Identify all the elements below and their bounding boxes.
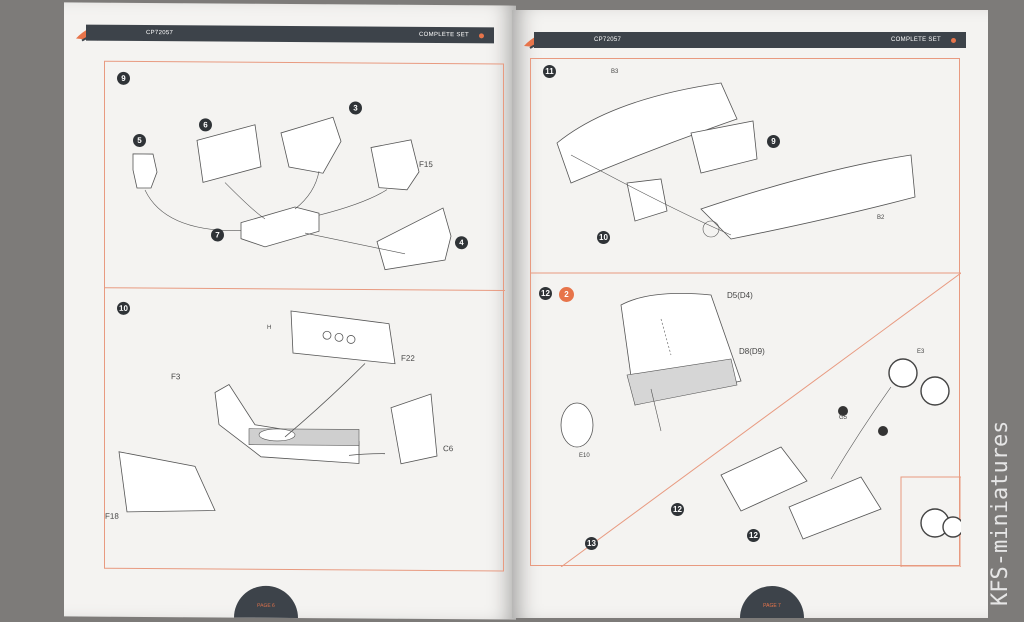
step-13-badge: 13 (585, 537, 598, 550)
assembly-drawing-left (105, 116, 505, 513)
header-dot-icon (951, 37, 956, 43)
callout-12: 12 (671, 503, 684, 516)
callout-12: 12 (747, 529, 760, 542)
page-number: PAGE 7 (763, 603, 781, 609)
callout-10: 10 (597, 231, 610, 244)
label-f22: F22 (401, 353, 415, 363)
label-c6: C6 (443, 444, 454, 454)
step-12-count-badge: 2 (559, 287, 574, 302)
label-f3: F3 (171, 372, 181, 382)
step-10-badge: 10 (117, 301, 130, 315)
instruction-page-left: CP72057 COMPLETE SET (64, 2, 516, 620)
callout-9: 9 (767, 135, 780, 148)
callout-7: 7 (211, 228, 224, 242)
label-e3: E3 (917, 349, 925, 355)
label-h: H (267, 324, 272, 331)
label-f15: F15 (419, 159, 433, 169)
assembly-drawing-right (531, 82, 961, 567)
watermark-text: KFS-miniatures (988, 420, 1013, 606)
page-header: CP72057 COMPLETE SET (534, 32, 966, 48)
set-name: COMPLETE SET (419, 31, 469, 39)
page-number-tab: PAGE 7 (740, 586, 804, 618)
step-12-badge: 12 (539, 287, 552, 300)
page-number: PAGE 6 (257, 602, 275, 609)
step-9-badge: 9 (117, 71, 130, 85)
instruction-page-right: CP72057 COMPLETE SET (512, 10, 988, 618)
callout-3: 3 (349, 101, 362, 115)
steps-frame: 11 9 10 B3 B2 12 2 D5(D4) D8(D9) E3 G5 E… (530, 58, 961, 567)
label-b3: B3 (611, 69, 619, 75)
page-number-tab: PAGE 6 (234, 585, 298, 619)
page-header: CP72057 COMPLETE SET (86, 24, 494, 44)
kit-code: CP72057 (146, 29, 174, 37)
callout-6: 6 (199, 118, 212, 132)
set-name: COMPLETE SET (891, 37, 941, 43)
header-dot-icon (479, 32, 484, 38)
label-e10: E10 (579, 453, 590, 459)
watermark: KFS-miniatures (980, 406, 1020, 616)
steps-frame: 9 5 6 3 7 4 F15 10 F22 F3 C6 F18 H (104, 60, 505, 572)
label-b2: B2 (877, 215, 885, 221)
label-d5: D5(D4) (727, 291, 753, 300)
callout-5: 5 (133, 133, 146, 147)
step-11-badge: 11 (543, 65, 556, 78)
label-d8: D8(D9) (739, 347, 765, 356)
label-g5: G5 (839, 415, 848, 421)
label-f18: F18 (105, 511, 119, 521)
kit-code: CP72057 (594, 37, 622, 43)
callout-4: 4 (455, 236, 468, 250)
